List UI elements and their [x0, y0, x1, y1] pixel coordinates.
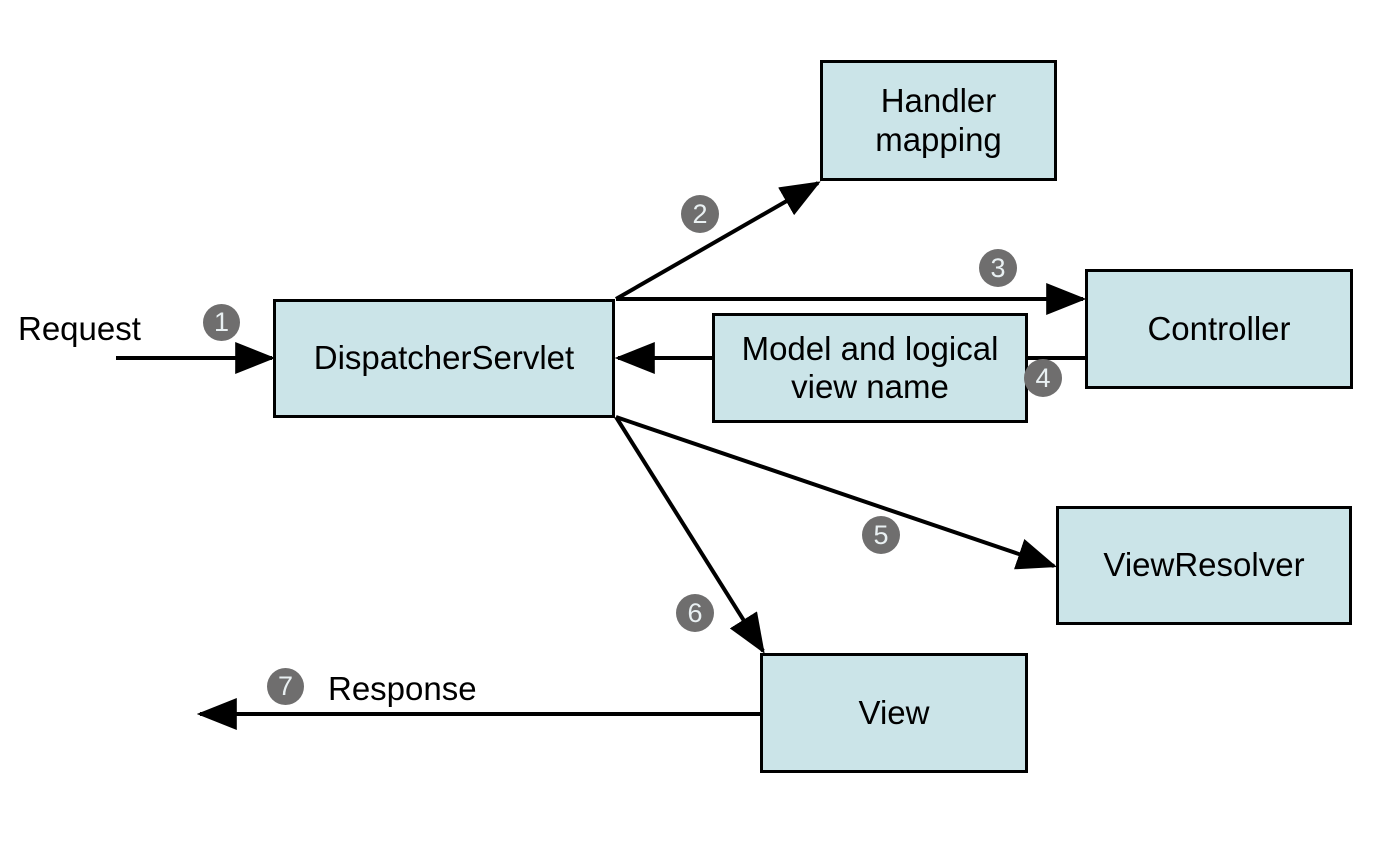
- node-handler-mapping-label: Handler mapping: [875, 82, 1002, 158]
- step-badge-1: 1: [203, 304, 240, 341]
- node-view[interactable]: View: [760, 653, 1028, 773]
- node-view-resolver-label: ViewResolver: [1103, 546, 1305, 584]
- step-badge-4: 4: [1024, 359, 1062, 397]
- node-dispatcher-servlet[interactable]: DispatcherServlet: [273, 299, 615, 418]
- node-view-resolver[interactable]: ViewResolver: [1056, 506, 1352, 625]
- node-dispatcher-servlet-label: DispatcherServlet: [313, 339, 575, 377]
- edge-dispatcher-to-viewresolver: [615, 415, 1058, 570]
- step-badge-3: 3: [979, 249, 1017, 287]
- step-badge-5: 5: [862, 516, 900, 554]
- node-controller-label: Controller: [1147, 309, 1291, 347]
- node-handler-mapping[interactable]: Handler mapping: [820, 60, 1057, 181]
- edge-dispatcher-to-handler: [615, 181, 821, 301]
- node-controller[interactable]: Controller: [1085, 269, 1353, 389]
- node-model-and-logical-view-name-label: Model and logical view name: [741, 329, 999, 405]
- step-badge-6: 6: [676, 594, 714, 632]
- step-badge-2: 2: [681, 195, 719, 233]
- step-badge-7: 7: [267, 668, 304, 705]
- node-view-label: View: [858, 693, 930, 731]
- request-label: Request: [18, 310, 141, 347]
- response-label: Response: [328, 670, 477, 707]
- edge-dispatcher-to-view: [614, 415, 765, 654]
- node-model-and-logical-view-name[interactable]: Model and logical view name: [712, 313, 1028, 423]
